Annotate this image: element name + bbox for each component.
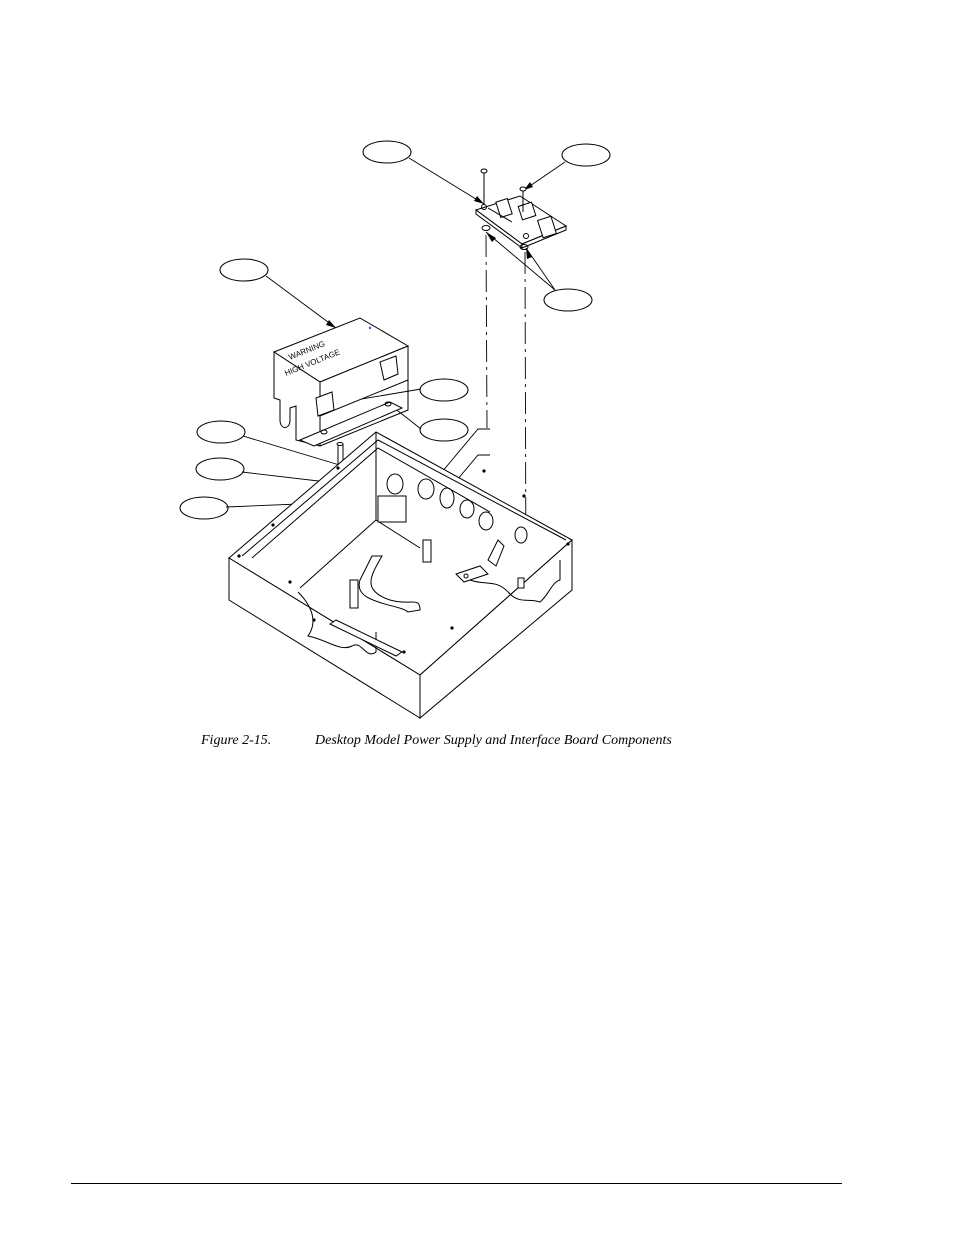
callout-balloon <box>179 496 229 520</box>
power-supply-module: WARNING HIGH VOLTAGE <box>272 317 410 447</box>
callout-balloon <box>419 418 469 442</box>
callout-balloon <box>561 143 611 167</box>
callout-balloon <box>219 258 269 282</box>
assembly-centerlines <box>485 234 527 586</box>
callout-balloon <box>419 378 469 402</box>
callout-balloon <box>195 457 245 481</box>
enclosure-base <box>228 431 573 720</box>
board-washers <box>481 225 529 250</box>
figure-caption: Figure 2-15. Desktop Model Power Supply a… <box>201 733 821 749</box>
callout-balloons <box>179 140 611 520</box>
board-screws <box>480 168 527 212</box>
footer-rule <box>71 1183 842 1184</box>
figure-title: Desktop Model Power Supply and Interface… <box>315 733 672 748</box>
callout-balloon <box>196 420 246 444</box>
figure-number: Figure 2-15. <box>201 733 272 748</box>
interface-board <box>474 195 568 249</box>
callout-balloon <box>543 288 593 312</box>
exploded-view-diagram: WARNING HIGH VOLTAGE <box>179 140 611 720</box>
callout-balloon <box>362 140 412 164</box>
